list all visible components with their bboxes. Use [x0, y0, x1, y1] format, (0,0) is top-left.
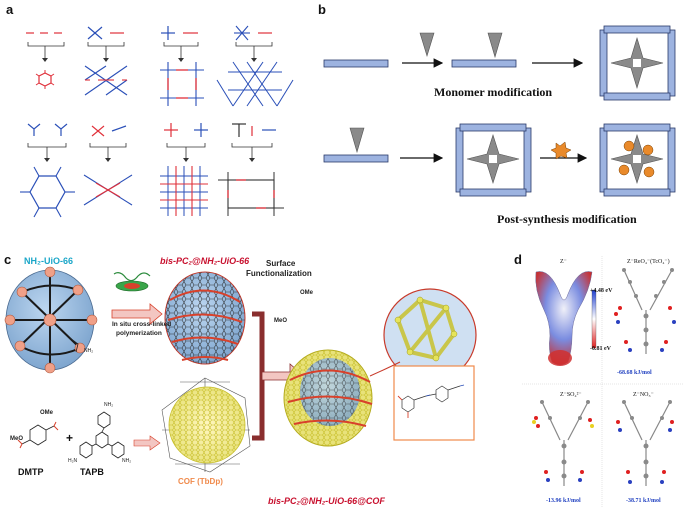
dmtp-ome-label: OMe — [40, 410, 54, 416]
d-molecule-so4 — [532, 400, 594, 486]
b-frame-2 — [455, 123, 532, 197]
d-molecule-reo4 — [614, 268, 676, 354]
b-frame-1 — [599, 25, 676, 101]
energy-no3: -38.71 kJ/mol — [626, 498, 661, 504]
d-molecule-no3 — [616, 400, 674, 486]
bis-pc2-nh2-uio66-label: bis-PC₂@NH₂-UiO-66 — [160, 256, 250, 266]
functionalization-label: Functionalization — [246, 269, 312, 278]
polymerization-label: polymerization — [116, 330, 162, 337]
panel-c-letter: c — [4, 252, 12, 267]
panel-b-letter: b — [318, 2, 326, 17]
meo-label: MeO — [274, 318, 288, 324]
dmtp-label: DMTP — [18, 467, 44, 477]
tapb-h2n-left: H₂N — [68, 458, 78, 464]
z-so4-label: Z⁻SO₄²⁻ — [560, 392, 582, 398]
plus-sign: + — [66, 431, 74, 445]
z-reo4-label: Z⁻ReO₄⁻(TcO₄⁻) — [627, 259, 670, 265]
tapb-nh2-right: NH₂ — [122, 458, 132, 464]
c-cof-sphere — [161, 377, 251, 473]
z-no3-label: Z⁻NO₃⁻ — [633, 392, 654, 398]
z-label: Z⁻ — [560, 259, 567, 265]
esp-max-label: +4.48 eV — [590, 288, 613, 294]
tapb-nh2-top: NH₂ — [104, 402, 114, 408]
nh2-group-label: NH₂ — [84, 348, 94, 354]
panel-a-letter: a — [6, 2, 14, 17]
in-situ-label: In situ cross-linked — [112, 321, 172, 328]
cof-tbdp-label: COF (TbDp) — [178, 477, 223, 486]
final-composite-label: bis-PC₂@NH₂-UiO-66@COF — [268, 496, 385, 506]
ome-label: OMe — [300, 290, 314, 296]
dmtp-meo-label: MeO — [10, 436, 24, 442]
c-crosslinker — [113, 272, 151, 292]
b-frame-3 — [599, 123, 676, 197]
surface-label: Surface — [266, 259, 296, 268]
panel-c-composite-scheme — [4, 266, 477, 473]
panel-d-dft-models — [522, 256, 684, 508]
nh2-uio66-label: NH₂-UiO-66 — [24, 256, 74, 266]
esp-min-label: -0.81 eV — [590, 346, 611, 352]
energy-reo4: -68.68 kJ/mol — [617, 370, 652, 376]
panel-b-modification-scheme — [323, 25, 676, 197]
monomer-modification-caption: Monomer modification — [434, 85, 553, 99]
energy-so4: -13.96 kJ/mol — [546, 498, 581, 504]
panel-d-letter: d — [514, 252, 522, 267]
post-synthesis-caption: Post-synthesis modification — [497, 212, 637, 226]
tapb-label: TAPB — [80, 467, 104, 477]
panel-a-topology-grid — [20, 25, 294, 218]
